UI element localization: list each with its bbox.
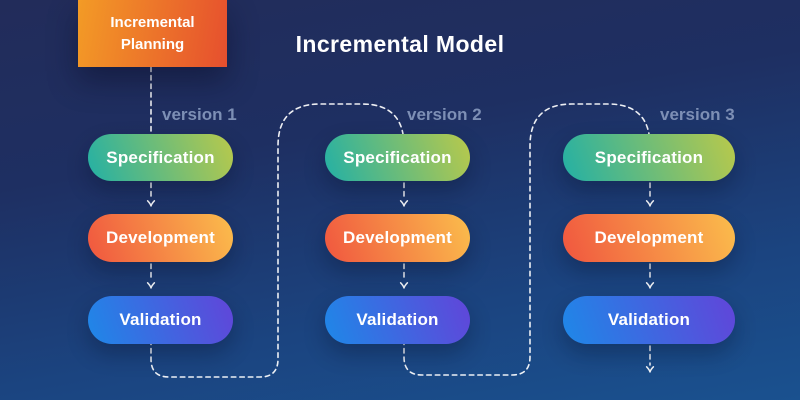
stage-label: Development [594, 228, 704, 247]
stage-label: Validation [356, 310, 439, 329]
stage-pill-validation-v1: Validation [88, 296, 233, 344]
stage-label: Development [106, 228, 215, 247]
stage-label: Development [343, 228, 452, 247]
arrow-down-icon [399, 200, 409, 207]
stage-pill-development-v1: Development [88, 214, 233, 262]
stage-label: Specification [106, 147, 215, 167]
stage-pill-specification-v2: Specification [325, 134, 470, 181]
stage-pill-specification-v3: Specification [563, 134, 735, 181]
stage-pill-development-v2: Development [325, 214, 470, 262]
stage-label: Validation [119, 310, 202, 329]
stage-label: Specification [343, 147, 452, 167]
stage-pill-development-v3: Development [563, 214, 735, 262]
stage-label: Specification [594, 147, 704, 167]
diagram-title: Incremental Model [295, 31, 505, 57]
arrow-down-icon [146, 282, 156, 289]
incremental-planning-box: Incremental Planning [78, 0, 227, 67]
arrow-down-icon [399, 282, 409, 289]
version-label-1: version 1 [162, 105, 237, 124]
planning-label-line1: Incremental [110, 13, 195, 31]
version-label-3: version 3 [660, 105, 735, 124]
stage-pill-validation-v3: Validation [563, 296, 735, 344]
arrow-down-icon [645, 200, 655, 207]
arrow-down-icon [645, 282, 655, 289]
arrow-down-icon [645, 366, 655, 373]
stage-pill-specification-v1: Specification [88, 134, 233, 181]
stage-label: Validation [607, 310, 691, 329]
arrow-down-icon [146, 200, 156, 207]
stage-pill-validation-v2: Validation [325, 296, 470, 344]
connector-v2-to-v3 [403, 103, 651, 376]
version-label-2: version 2 [407, 105, 482, 124]
planning-label-line2: Planning [120, 35, 185, 53]
